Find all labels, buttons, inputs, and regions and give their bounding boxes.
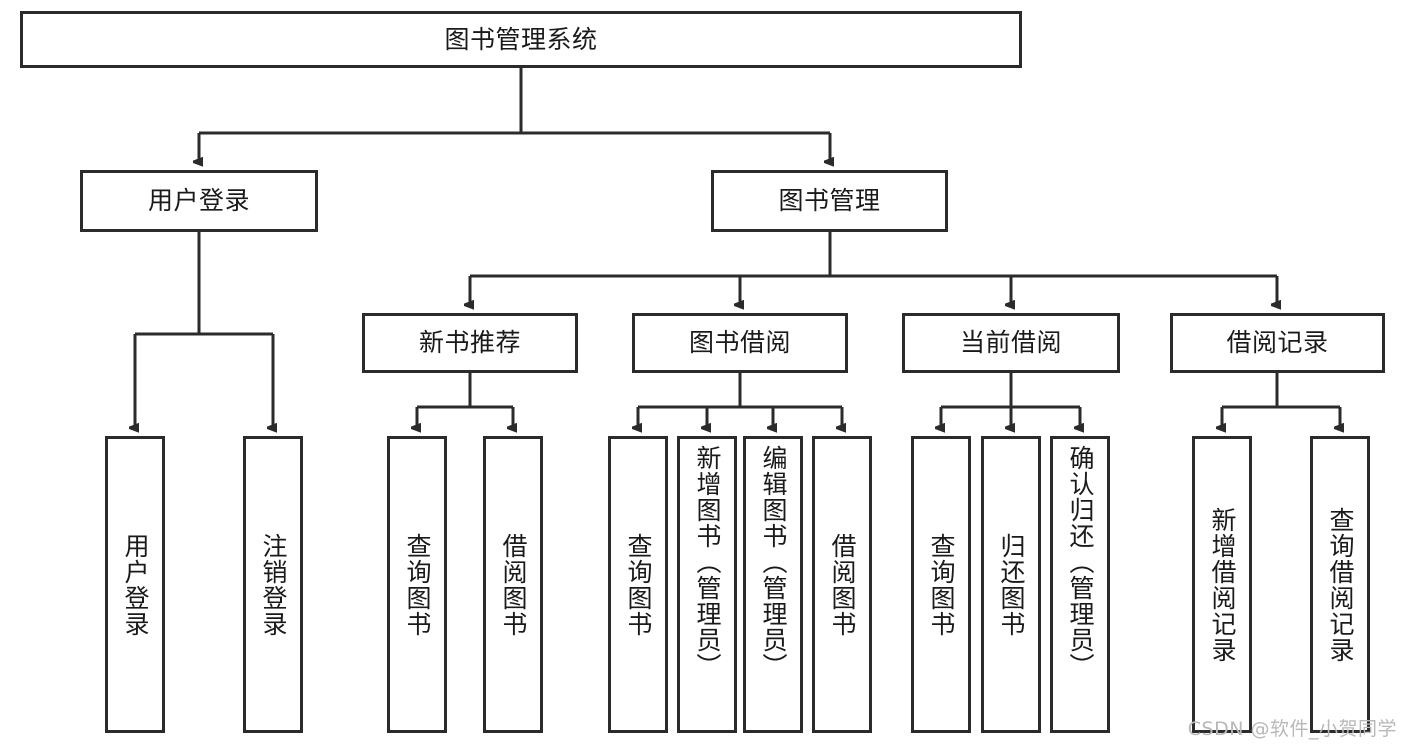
node-user-login[interactable]: 用户登录 xyxy=(80,170,318,232)
node-leaf-edit-book[interactable]: 编辑图书（管理员） xyxy=(743,436,803,733)
leaf-text-wrap: 编辑图书（管理员） xyxy=(746,439,800,730)
node-leaf-query-book-2[interactable]: 查询图书 xyxy=(608,436,668,733)
leaf-text-wrap: 查询借阅记录 xyxy=(1313,439,1367,730)
leaf-text-wrap: 新增借阅记录 xyxy=(1195,439,1249,730)
node-leaf-edit-book-label: 编辑图书（管理员） xyxy=(759,445,788,679)
node-root[interactable]: 图书管理系统 xyxy=(20,11,1022,68)
node-leaf-confirm-return-label: 确认归还（管理员） xyxy=(1066,445,1095,679)
node-new-book-recommend-label: 新书推荐 xyxy=(418,328,521,358)
node-leaf-user-logout-label: 注销登录 xyxy=(259,532,288,637)
node-leaf-query-book-1[interactable]: 查询图书 xyxy=(387,436,447,733)
node-leaf-return-book[interactable]: 归还图书 xyxy=(981,436,1041,733)
node-leaf-add-book-label: 新增图书（管理员） xyxy=(693,445,722,679)
leaf-text-wrap: 确认归还（管理员） xyxy=(1053,439,1107,730)
node-leaf-add-book[interactable]: 新增图书（管理员） xyxy=(677,436,737,733)
node-book-management-label: 图书管理 xyxy=(778,186,881,216)
node-leaf-user-login-label: 用户登录 xyxy=(121,532,150,637)
node-leaf-query-book-2-label: 查询图书 xyxy=(624,532,653,637)
node-leaf-add-record[interactable]: 新增借阅记录 xyxy=(1192,436,1252,733)
node-leaf-query-book-1-label: 查询图书 xyxy=(403,532,432,637)
node-user-login-label: 用户登录 xyxy=(147,186,250,216)
leaf-text-wrap: 查询图书 xyxy=(914,439,968,730)
leaf-text-wrap: 新增图书（管理员） xyxy=(680,439,734,730)
node-leaf-user-logout[interactable]: 注销登录 xyxy=(243,436,303,733)
node-book-borrow[interactable]: 图书借阅 xyxy=(632,313,848,373)
node-leaf-confirm-return[interactable]: 确认归还（管理员） xyxy=(1050,436,1110,733)
node-leaf-return-book-label: 归还图书 xyxy=(997,532,1026,637)
node-leaf-borrow-book-2-label: 借阅图书 xyxy=(828,532,857,637)
leaf-text-wrap: 查询图书 xyxy=(390,439,444,730)
node-current-borrow[interactable]: 当前借阅 xyxy=(902,313,1120,373)
leaf-text-wrap: 查询图书 xyxy=(611,439,665,730)
node-borrow-record[interactable]: 借阅记录 xyxy=(1170,313,1385,373)
node-leaf-borrow-book-2[interactable]: 借阅图书 xyxy=(812,436,872,733)
leaf-text-wrap: 用户登录 xyxy=(108,439,162,730)
leaf-text-wrap: 注销登录 xyxy=(246,439,300,730)
node-leaf-query-record-label: 查询借阅记录 xyxy=(1326,506,1355,663)
node-leaf-query-book-3[interactable]: 查询图书 xyxy=(911,436,971,733)
node-current-borrow-label: 当前借阅 xyxy=(959,328,1062,358)
node-leaf-query-book-3-label: 查询图书 xyxy=(927,532,956,637)
node-leaf-borrow-book-1-label: 借阅图书 xyxy=(499,532,528,637)
node-leaf-borrow-book-1[interactable]: 借阅图书 xyxy=(483,436,543,733)
node-leaf-user-login[interactable]: 用户登录 xyxy=(105,436,165,733)
node-new-book-recommend[interactable]: 新书推荐 xyxy=(362,313,578,373)
leaf-text-wrap: 归还图书 xyxy=(984,439,1038,730)
leaf-text-wrap: 借阅图书 xyxy=(486,439,540,730)
node-book-borrow-label: 图书借阅 xyxy=(688,328,791,358)
node-borrow-record-label: 借阅记录 xyxy=(1226,328,1329,358)
node-book-management[interactable]: 图书管理 xyxy=(711,170,948,232)
leaf-text-wrap: 借阅图书 xyxy=(815,439,869,730)
node-leaf-add-record-label: 新增借阅记录 xyxy=(1208,506,1237,663)
node-root-label: 图书管理系统 xyxy=(444,24,598,54)
node-leaf-query-record[interactable]: 查询借阅记录 xyxy=(1310,436,1370,733)
